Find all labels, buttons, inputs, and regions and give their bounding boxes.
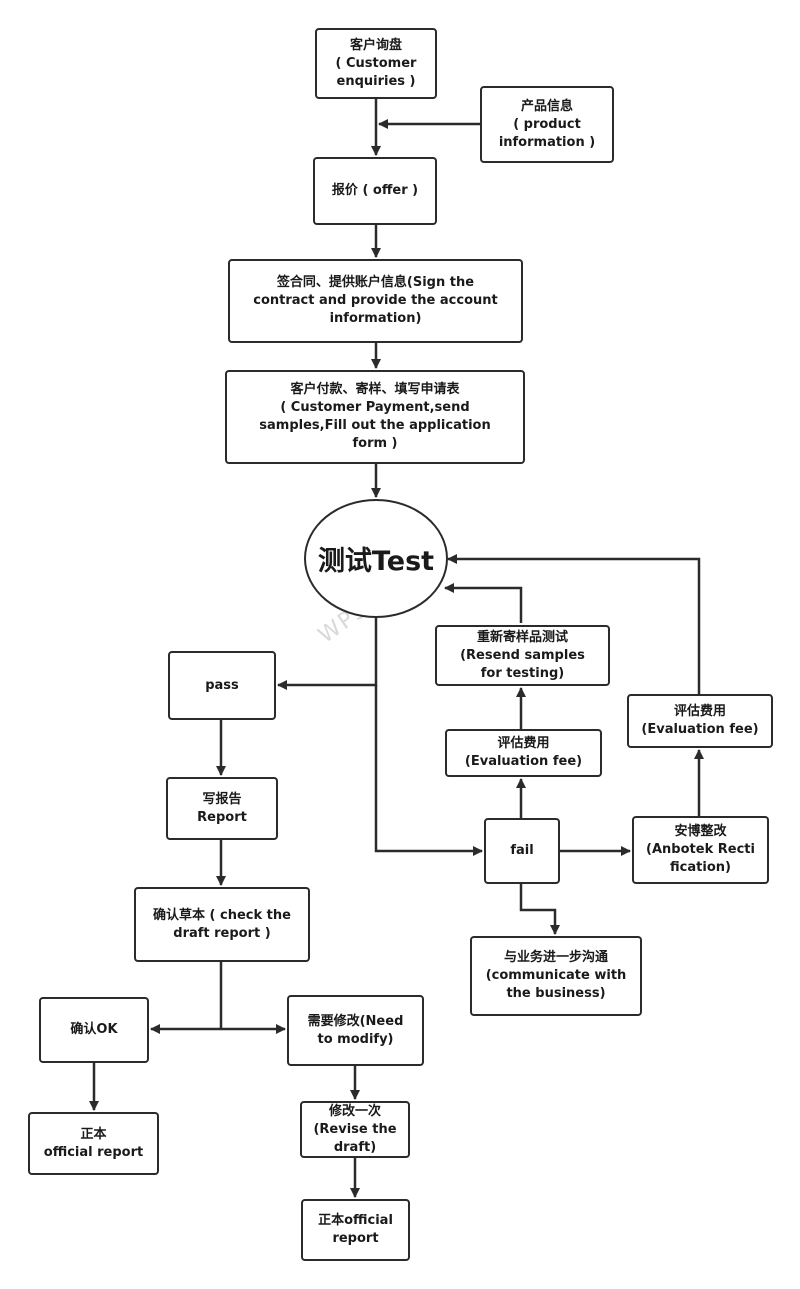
- node-customer-enquiries: 客户询盘 ( Customer enquiries ): [315, 28, 437, 99]
- node-anbotek-rectification: 安博整改 (Anbotek Recti fication): [632, 816, 769, 884]
- arrow-resend-to-test: [444, 583, 523, 623]
- node-fail: fail: [484, 818, 560, 884]
- node-test: 测试Test: [304, 499, 448, 618]
- node-communicate-business: 与业务进一步沟通 (communicate with the business): [470, 936, 642, 1016]
- node-need-modify: 需要修改(Need to modify): [287, 995, 424, 1066]
- node-pass: pass: [168, 651, 276, 720]
- node-write-report: 写报告 Report: [166, 777, 278, 840]
- arrow-test-to-fail: [374, 685, 483, 856]
- arrow-eval-fee-to-test: [447, 554, 701, 694]
- node-revise-draft: 修改一次 (Revise the draft): [300, 1101, 410, 1158]
- node-official-report-right: 正本official report: [301, 1199, 410, 1261]
- node-evaluation-fee-left: 评估费用 (Evaluation fee): [445, 729, 602, 777]
- node-confirm-ok: 确认OK: [39, 997, 149, 1063]
- node-product-information: 产品信息 ( product information ): [480, 86, 614, 163]
- node-customer-payment: 客户付款、寄样、填写申请表 ( Customer Payment,send sa…: [225, 370, 525, 464]
- node-evaluation-fee-right: 评估费用 (Evaluation fee): [627, 694, 773, 748]
- node-offer: 报价 ( offer ): [313, 157, 437, 225]
- node-official-report-left: 正本 official report: [28, 1112, 159, 1175]
- node-check-draft: 确认草本 ( check the draft report ): [134, 887, 310, 962]
- node-resend-samples: 重新寄样品测试 (Resend samples for testing): [435, 625, 610, 686]
- arrow-fail-to-communicate: [519, 884, 560, 935]
- node-sign-contract: 签合同、提供账户信息(Sign the contract and provide…: [228, 259, 523, 343]
